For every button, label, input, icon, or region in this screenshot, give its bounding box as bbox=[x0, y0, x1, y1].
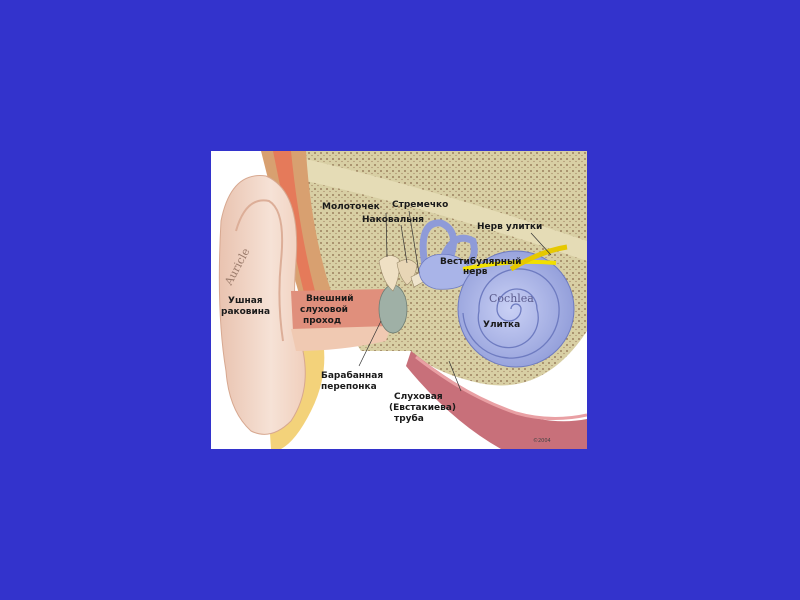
label-auricle-1: Ушная bbox=[228, 296, 263, 306]
ear-canal bbox=[291, 289, 393, 331]
signature: ©2004 bbox=[533, 437, 551, 444]
leader-malleus bbox=[385, 212, 388, 258]
label-stapes: Стремечко bbox=[392, 200, 448, 210]
leader-incus bbox=[400, 224, 408, 264]
label-eustachian-2: (Евстакиева) bbox=[389, 403, 456, 413]
label-eardrum-2: перепонка bbox=[321, 382, 377, 392]
ear-anatomy-svg: Молоточек Стремечко Наковальня Нерв улит… bbox=[218, 151, 587, 449]
cochlea-spiral bbox=[462, 268, 560, 359]
auricle-fold bbox=[235, 199, 284, 342]
auricle-shape bbox=[218, 175, 306, 435]
label-vestibular-nerve-1: Вестибулярный bbox=[440, 256, 521, 267]
leader-eustachian bbox=[448, 360, 462, 392]
label-vestibular-nerve-2: нерв bbox=[463, 267, 488, 277]
label-incus: Наковальня bbox=[362, 215, 424, 225]
label-ear-canal-1: Внешний bbox=[306, 294, 354, 304]
label-auricle-2: раковина bbox=[221, 307, 270, 317]
label-eardrum-1: Барабанная bbox=[321, 370, 383, 381]
malleus-shape bbox=[378, 255, 400, 292]
label-cochlea: Улитка bbox=[483, 320, 520, 330]
label-eustachian-1: Слуховая bbox=[394, 392, 443, 402]
label-cochlear-nerve: Нерв улитки bbox=[477, 222, 542, 232]
cochlear-nerve-shape bbox=[509, 244, 568, 272]
label-ear-canal-3: проход bbox=[303, 316, 341, 326]
label-malleus: Молоточек bbox=[322, 202, 380, 212]
eardrum-shape bbox=[378, 284, 408, 334]
label-eustachian-3: труба bbox=[394, 413, 424, 424]
ear-canal-floor bbox=[291, 326, 391, 351]
label-cochlea-latin: Cochlea bbox=[489, 292, 534, 305]
bone-band bbox=[306, 159, 587, 261]
leader-cochlear-nerve bbox=[530, 232, 552, 256]
eustachian-tube-inner bbox=[415, 355, 587, 421]
vestibular-nerve-shape bbox=[462, 259, 557, 271]
eustachian-tube bbox=[406, 351, 587, 449]
label-ear-canal-2: слуховой bbox=[300, 305, 348, 315]
leader-stapes bbox=[408, 210, 420, 274]
ear-anatomy-figure: Молоточек Стремечко Наковальня Нерв улит… bbox=[211, 151, 587, 449]
leader-eardrum bbox=[358, 320, 382, 367]
